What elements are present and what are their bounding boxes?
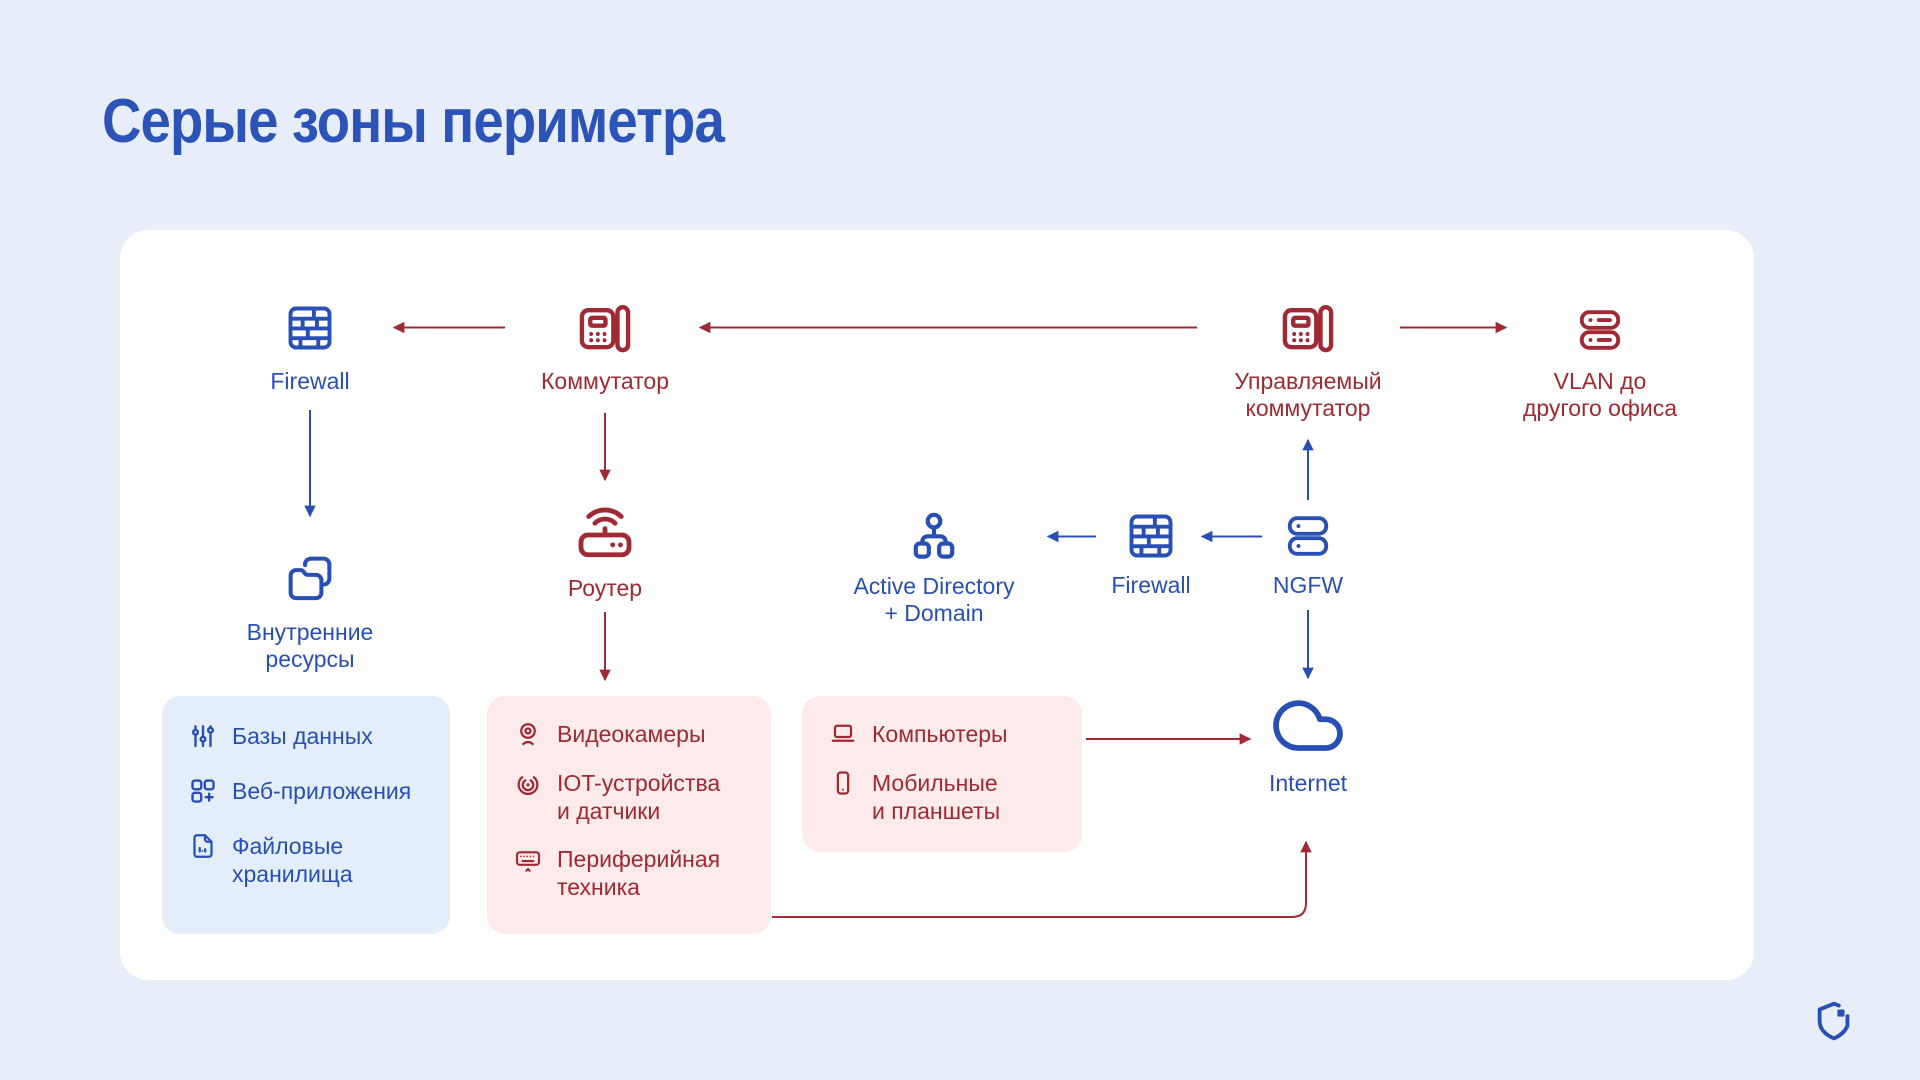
list-item: Компьютеры (828, 720, 1064, 749)
node-vlan: VLAN до другого офиса (1500, 304, 1700, 422)
list-item-label: Базы данных (232, 723, 373, 749)
node-firewall-top: Firewall (210, 302, 410, 395)
server-stack-icon (1287, 516, 1329, 556)
node-label-managed-switch: Управляемый коммутатор (1234, 368, 1382, 421)
list-item: Мобильные и планшеты (828, 769, 1064, 825)
desk-phone-icon (579, 305, 631, 353)
server-stack-icon (1579, 310, 1621, 350)
node-active-directory: Active Directory + Domain (834, 509, 1034, 627)
list-item: Периферийная техника (513, 845, 753, 901)
hierarchy-icon (913, 512, 955, 559)
node-firewall-mid: Firewall (1051, 510, 1251, 599)
apps-plus-icon (191, 779, 215, 803)
node-label-active-directory: Active Directory + Domain (853, 573, 1015, 626)
cloud-icon (1273, 700, 1343, 751)
list-item: Веб-приложения (188, 777, 430, 806)
node-label-firewall-top: Firewall (270, 368, 350, 394)
internal-resources-box: Базы данных Веб-приложения Файловые хран… (162, 696, 450, 934)
router-devices-box: Видеокамеры IOT-устройства и датчики Пер… (487, 696, 771, 934)
sliders-icon (191, 725, 215, 748)
list-item-label: Мобильные и планшеты (872, 770, 1001, 824)
list-item-label: Файловые хранилища (232, 833, 353, 887)
brick-wall-icon (1129, 514, 1173, 558)
node-label-internal-resources: Внутренние ресурсы (246, 619, 374, 672)
list-item-label: Периферийная техника (557, 846, 721, 900)
list-item: Базы данных (188, 722, 430, 751)
node-label-router: Роутер (567, 575, 643, 601)
node-label-internet: Internet (1269, 770, 1347, 796)
node-internet: Internet (1208, 692, 1408, 797)
webcam-icon (520, 723, 536, 746)
smartphone-icon (836, 771, 850, 795)
page-title: Серые зоны периметра (102, 87, 725, 156)
node-internal-resources: Внутренние ресурсы (210, 551, 410, 673)
list-item-label: Компьютеры (872, 721, 1008, 747)
node-label-ngfw: NGFW (1272, 572, 1344, 598)
node-switch: Коммутатор (505, 300, 705, 395)
list-item-label: IOT-устройства и датчики (557, 770, 721, 824)
company-logo (1817, 1001, 1850, 1041)
file-icon (193, 834, 213, 858)
list-item-label: Видеокамеры (557, 721, 706, 747)
keyboard-icon (515, 851, 541, 872)
desk-phone-icon (1282, 305, 1334, 353)
node-ngfw: NGFW (1208, 510, 1408, 599)
brick-wall-icon (288, 306, 332, 350)
folders-icon (288, 556, 332, 601)
node-router: Роутер (505, 503, 705, 602)
user-devices-box: Компьютеры Мобильные и планшеты (802, 696, 1082, 852)
node-label-firewall-mid: Firewall (1111, 572, 1191, 598)
list-item: IOT-устройства и датчики (513, 769, 753, 825)
node-managed-switch: Управляемый коммутатор (1208, 300, 1408, 422)
iot-signal-icon (517, 776, 539, 795)
laptop-icon (831, 724, 855, 742)
wifi-router-icon (578, 507, 632, 558)
list-item: Видеокамеры (513, 720, 753, 749)
list-item-label: Веб-приложения (232, 778, 412, 804)
list-item: Файловые хранилища (188, 832, 430, 888)
node-label-switch: Коммутатор (541, 368, 669, 394)
node-label-vlan: VLAN до другого офиса (1522, 368, 1678, 421)
